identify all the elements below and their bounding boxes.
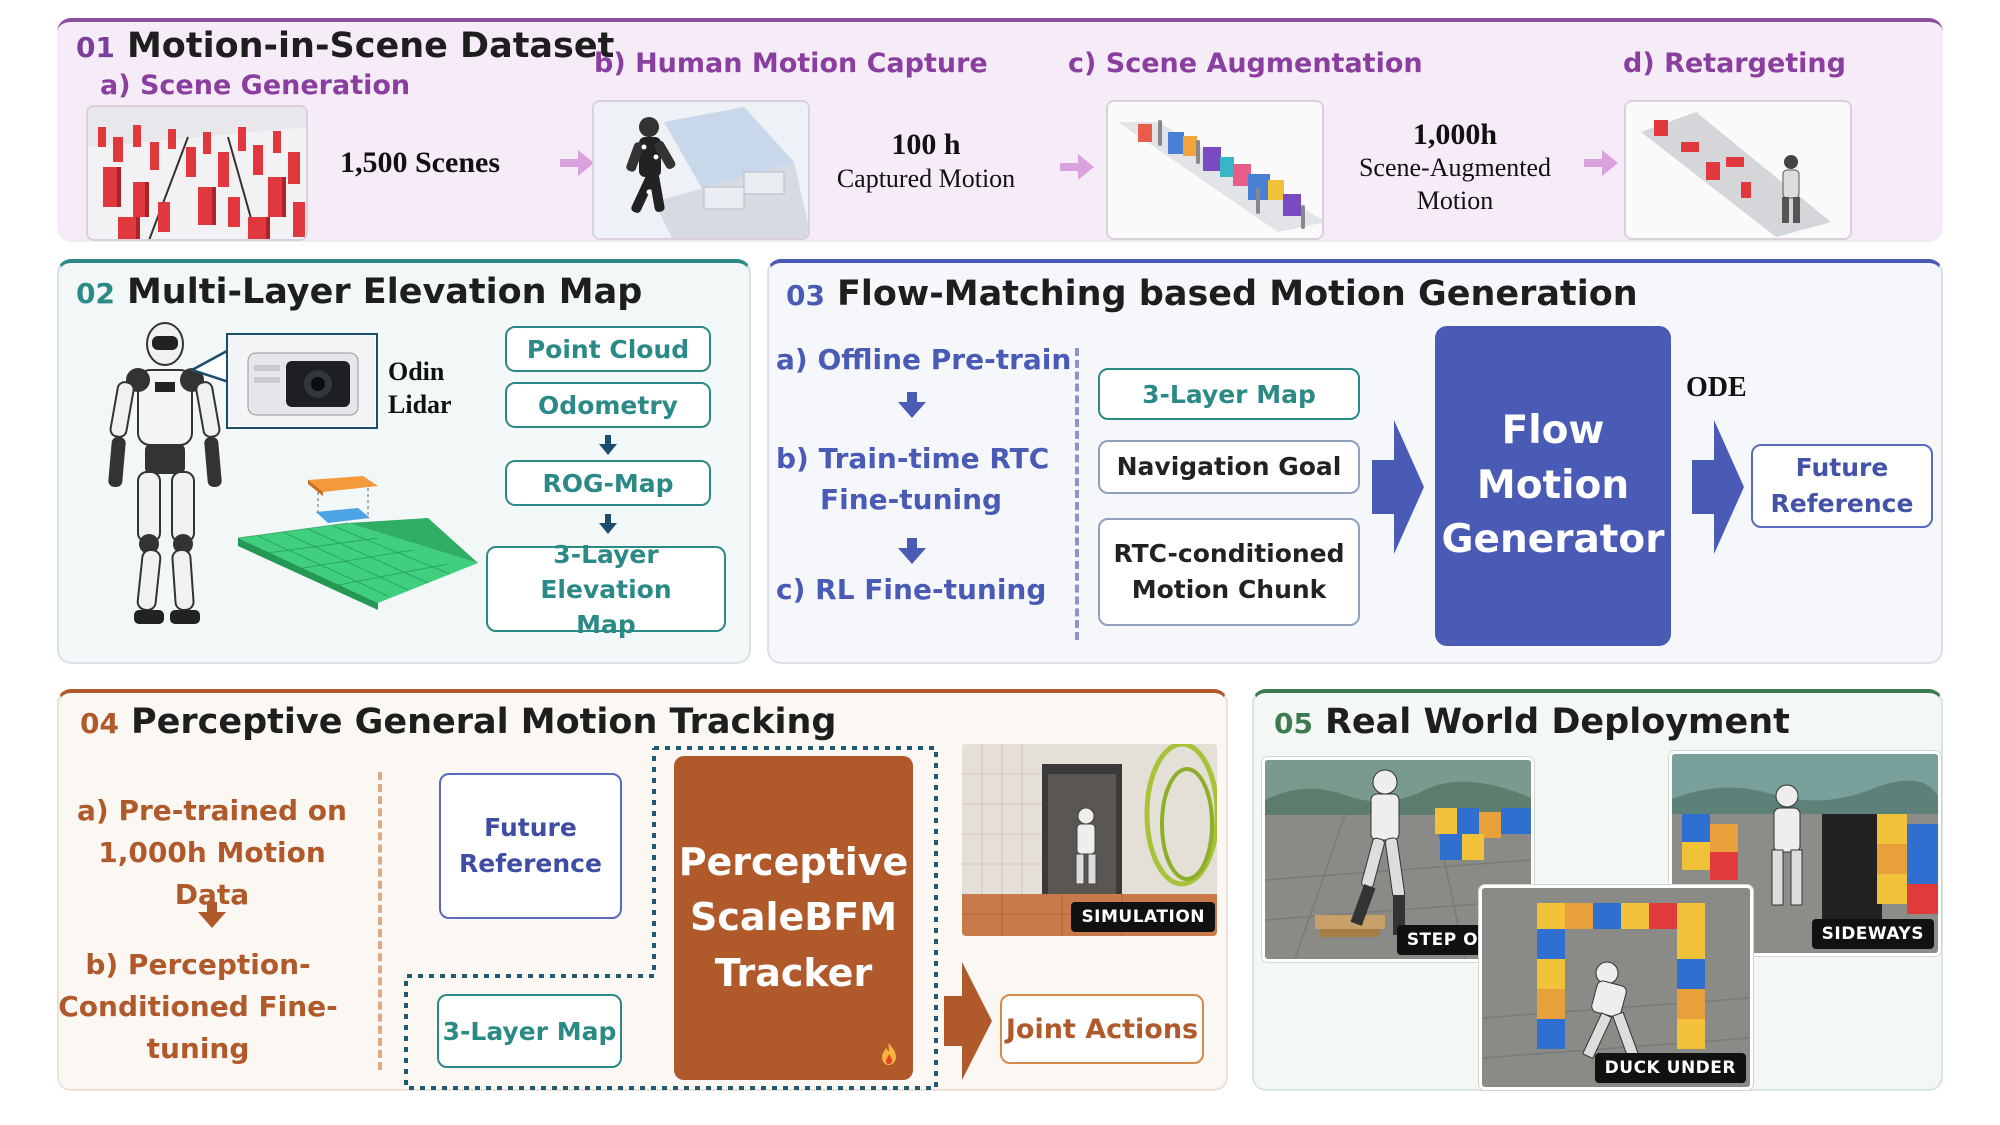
duck-under-photo: DUCK UNDER — [1479, 885, 1753, 1090]
three-layer-map-input-box: 3-Layer Map — [1098, 368, 1360, 420]
scene-generation-image — [86, 105, 308, 241]
finetune-step-line-1: b) Perception- — [85, 948, 311, 981]
arrow-rtc-to-rl — [898, 538, 926, 564]
simulation-image: SIMULATION — [962, 744, 1217, 936]
tracker-ref-line-2: Reference — [459, 849, 602, 878]
augmented-hours: 1,000h Scene-Augmented Motion — [1340, 118, 1570, 216]
rl-finetuning-step: c) RL Fine-tuning — [776, 573, 1047, 606]
elevation-box-line-1: 3-Layer Elevation — [540, 539, 672, 604]
tracker-label-line-3: Tracker — [714, 950, 873, 995]
flow-motion-generator-block: Flow Motion Generator — [1435, 326, 1671, 646]
panel-01-title-text: Motion-in-Scene Dataset — [126, 26, 615, 66]
human-motion-capture-label: b) Human Motion Capture — [594, 48, 988, 79]
panel-03-title-text: Flow-Matching based Motion Generation — [836, 274, 1638, 314]
finetune-step-line-2: Conditioned Fine- — [58, 990, 338, 1023]
panel-03-divider — [1075, 348, 1079, 640]
three-layer-map-tracker-input-box: 3-Layer Map — [437, 994, 622, 1068]
panel-04-title-text: Perceptive General Motion Tracking — [130, 702, 837, 742]
panel-04-divider — [378, 772, 382, 1070]
generator-label-line-1: Flow — [1501, 408, 1605, 454]
tracker-label-line-2: ScaleBFM — [689, 895, 898, 940]
train-time-rtc-step-line-2: Fine-tuning — [820, 482, 1003, 516]
humanoid-robot-image — [108, 322, 222, 624]
future-reference-line-1: Future — [1795, 452, 1889, 482]
simulation-tag: SIMULATION — [1071, 902, 1215, 932]
rog-map-box: ROG-Map — [505, 460, 711, 506]
perception-finetune-step: b) Perception- Conditioned Fine- tuning — [58, 944, 338, 1070]
pretrained-step-line-1: a) Pre-trained on — [77, 794, 347, 827]
arrow-generator-to-output — [1692, 420, 1744, 554]
odin-lidar-label: Odin Lidar — [388, 356, 452, 421]
scene-augmentation-label: c) Scene Augmentation — [1068, 48, 1423, 79]
mocap-hours-value: 100 h — [891, 128, 961, 161]
arrow-rog-to-elevation — [599, 514, 617, 534]
human-motion-capture-image — [592, 100, 810, 240]
panel-02-number: 02 — [76, 277, 115, 310]
perception-boundary — [404, 746, 938, 1090]
pretrained-step: a) Pre-trained on 1,000h Motion Data — [62, 790, 362, 916]
panel-03-number: 03 — [786, 279, 825, 312]
tracker-label-line-1: Perceptive — [678, 840, 909, 885]
navigation-goal-input-box: Navigation Goal — [1098, 440, 1360, 494]
arrow-tracker-to-actions — [944, 962, 992, 1080]
panel-03-title: 03 Flow-Matching based Motion Generation — [786, 274, 1638, 314]
future-reference-line-2: Reference — [1770, 489, 1914, 518]
panel-04-title: 04 Perceptive General Motion Tracking — [80, 702, 836, 742]
elevation-map-image — [237, 476, 478, 610]
arrow-scene-to-mocap — [560, 150, 594, 176]
mocap-hours: 100 h Captured Motion — [816, 128, 1036, 194]
augmented-hours-label-1: Scene-Augmented — [1358, 153, 1552, 182]
panel-05-number: 05 — [1274, 707, 1313, 740]
tracker-ref-line-1: Future — [484, 812, 577, 842]
perceptive-scalebfm-tracker-block: Perceptive ScaleBFM Tracker — [674, 756, 913, 1080]
panel-05-title-text: Real World Deployment — [1324, 702, 1790, 742]
three-layer-elevation-map-box: 3-Layer Elevation Map — [486, 540, 726, 639]
mocap-hours-label: Captured Motion — [836, 164, 1016, 193]
train-time-rtc-step: b) Train-time RTC Fine-tuning — [776, 439, 1049, 520]
train-time-rtc-step-line-1: b) Train-time RTC — [776, 442, 1050, 475]
ode-label: ODE — [1686, 372, 1747, 403]
odometry-box: Odometry — [505, 382, 711, 428]
future-reference-output-box: Future Reference — [1751, 444, 1933, 528]
scenes-count: 1,500 Scenes — [340, 146, 500, 179]
rtc-motion-chunk-input-box: RTC-conditioned Motion Chunk — [1098, 518, 1360, 626]
rtc-box-line-1: RTC-conditioned — [1113, 538, 1345, 568]
panel-04-number: 04 — [80, 707, 119, 740]
finetune-step-line-3: tuning — [146, 1032, 250, 1065]
generator-label-line-3: Generator — [1441, 517, 1665, 563]
panel-01-number: 01 — [76, 31, 115, 64]
elevation-box-line-2: Map — [576, 609, 636, 639]
duck-under-tag: DUCK UNDER — [1594, 1053, 1746, 1083]
arrow-mocap-to-augmentation — [1060, 154, 1094, 180]
arrow-augmentation-to-retargeting — [1584, 150, 1618, 176]
joint-actions-output-box: Joint Actions — [1000, 994, 1204, 1064]
rtc-box-line-2: Motion Chunk — [1131, 575, 1327, 604]
panel-05-title: 05 Real World Deployment — [1274, 702, 1790, 742]
arrow-pretrain-to-rtc — [898, 392, 926, 418]
retargeting-image — [1624, 100, 1852, 240]
sideways-tag: SIDEWAYS — [1811, 919, 1934, 949]
panel-02-title-text: Multi-Layer Elevation Map — [126, 272, 643, 312]
flame-icon — [882, 1043, 896, 1065]
offline-pretrain-step: a) Offline Pre-train — [776, 343, 1072, 376]
augmented-hours-value: 1,000h — [1412, 118, 1498, 151]
arrow-odometry-to-rog — [599, 435, 617, 455]
scene-augmentation-image — [1106, 100, 1324, 240]
generator-label-line-2: Motion — [1476, 462, 1630, 508]
step-over-photo: STEP OVER — [1262, 757, 1534, 962]
odin-lidar-label-line-1: Odin — [388, 357, 445, 386]
point-cloud-box: Point Cloud — [505, 326, 711, 372]
lidar-sensor-image — [226, 333, 378, 429]
scene-generation-label: a) Scene Generation — [100, 70, 411, 101]
augmented-hours-label-2: Motion — [1416, 185, 1494, 215]
future-reference-input-box: Future Reference — [439, 773, 622, 919]
panel-02-title: 02 Multi-Layer Elevation Map — [76, 272, 642, 312]
retargeting-label: d) Retargeting — [1623, 48, 1846, 79]
odin-lidar-label-line-2: Lidar — [388, 389, 452, 419]
arrow-pretrain-to-finetune — [198, 902, 226, 928]
arrow-inputs-to-generator — [1372, 420, 1424, 554]
panel-01-title: 01 Motion-in-Scene Dataset — [76, 26, 614, 66]
